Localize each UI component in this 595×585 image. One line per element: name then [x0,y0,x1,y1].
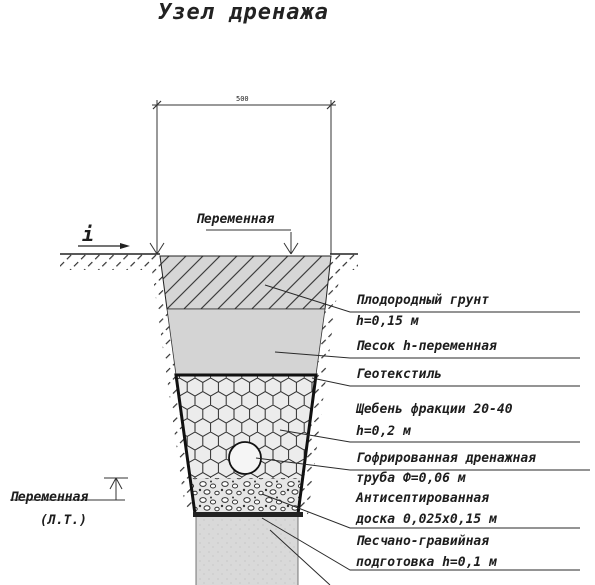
trench-walls [150,256,342,515]
drainage-pipe [228,441,262,475]
page-title: Узел дренажа [158,0,329,25]
callout-sand-gravel-line2: подготовка h=0,1 м [356,555,497,570]
callout-fertile-soil-line1: Плодородный грунт [356,293,490,308]
callout-crushed-stone-line1: Щебень фракции 20-40 [356,402,513,417]
antiseptic-board [193,512,303,517]
callout-leaders [255,284,590,585]
left-variable-note: (Л.Т.) [40,513,87,528]
dimension-width-label: 500 [236,95,249,103]
layer-sand-gravel [190,478,303,514]
callout-fertile-soil-line2: h=0,15 м [356,314,419,329]
top-level-marks [149,229,299,255]
callout-sand-line1: Песок h-переменная [356,339,497,354]
left-level-mark [10,477,128,501]
left-variable-label: Переменная [10,490,89,505]
layer-sand [166,308,326,376]
slope-label: i [82,222,95,246]
callout-board-line2: доска 0,025х0,15 м [356,512,497,527]
callout-pipe-line1: Гофрированная дренажная [356,451,537,466]
dimension-top [152,100,336,255]
callout-sand-gravel-line1: Песчано-гравийная [356,534,490,549]
slope-arrow [78,243,130,249]
native-soil-column [196,517,298,585]
callout-crushed-stone-line2: h=0,2 м [356,424,411,439]
callout-pipe-line2: труба Ф=0,06 м [356,471,466,486]
callout-board-line1: Антисептированная [356,491,490,506]
callout-geotextile-line1: Геотекстиль [356,367,443,382]
layer-fertile-soil [159,255,332,310]
layer-crushed-stone [176,375,316,478]
top-variable-label: Переменная [196,212,275,227]
